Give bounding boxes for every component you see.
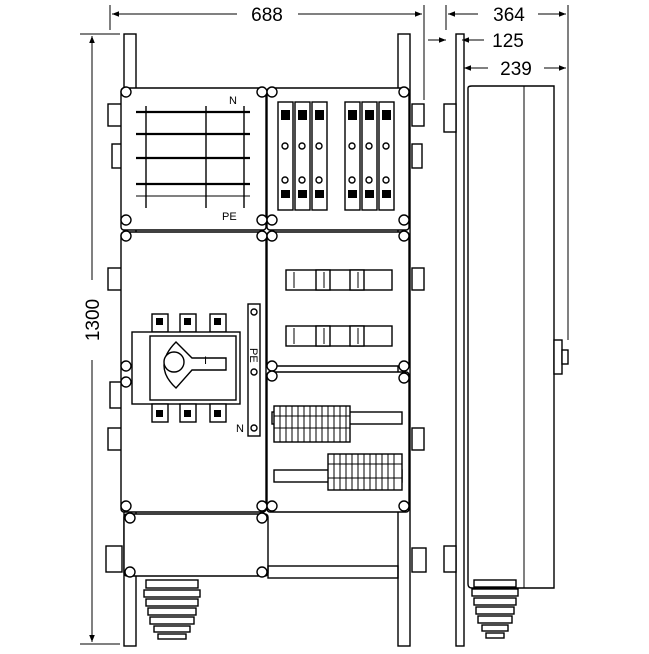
terminal-blocks: [271, 405, 403, 491]
terminal-row-upper: [273, 405, 351, 443]
cable-gland-front: [143, 579, 201, 640]
side-handle: [553, 339, 563, 375]
pe-n-terminal-bar: PE N: [236, 303, 261, 437]
meter-slots: [285, 269, 393, 347]
pe-bar-label: PE: [247, 348, 259, 363]
fuse-base-group-left: [277, 101, 328, 211]
n-bar-label: N: [236, 423, 244, 435]
bottom-rail: [267, 565, 399, 579]
side-enclosure: [467, 85, 555, 589]
right-lugs: [411, 103, 427, 573]
dimension-side-body-label: 239: [500, 59, 532, 80]
dimension-side-offset: 125: [428, 31, 524, 52]
dimension-side-offset-label: 125: [492, 31, 524, 52]
meter-slot-lower: [285, 325, 393, 347]
terminal-row-lower: [327, 453, 403, 491]
side-post: [455, 33, 465, 647]
switch-position-mark: I: [204, 355, 207, 367]
module-panels: [120, 87, 410, 579]
dimension-width: 688: [109, 5, 425, 100]
busbar-block: N PE: [136, 95, 250, 223]
dimension-side-body: 239: [464, 59, 566, 80]
busbar-n-label: N: [229, 95, 237, 107]
dimension-side-depth: 364: [445, 5, 569, 340]
fuse-base-group-right: [344, 101, 395, 211]
dimension-height: 1300: [80, 33, 120, 645]
side-view: [443, 33, 569, 647]
front-view: N PE: [105, 33, 427, 647]
main-load-switch: I: [131, 313, 241, 423]
meter-slot-upper: [285, 269, 393, 291]
mounting-holes: [120, 86, 410, 578]
dimension-height-label: 1300: [83, 299, 104, 341]
cable-gland-side: [471, 579, 519, 639]
dimension-side-depth-label: 364: [493, 5, 525, 26]
left-lugs: [105, 103, 123, 573]
busbar-pe-label: PE: [222, 211, 237, 223]
fuse-bases: [277, 101, 395, 211]
dimension-width-label: 688: [251, 5, 283, 26]
panel-bottom-left: [123, 513, 269, 577]
